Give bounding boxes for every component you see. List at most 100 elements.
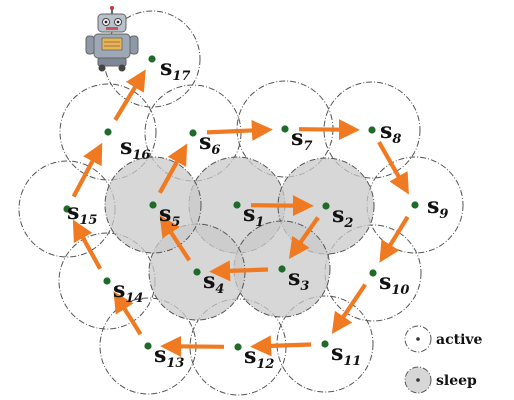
node-dot-s10: [369, 269, 377, 277]
robot-icon: [85, 6, 139, 72]
arrow-s11-to-s12: [250, 335, 312, 357]
node-label-subscript: 8: [392, 132, 401, 147]
sensor-nodes: [63, 55, 419, 351]
legend-active-dot: [416, 337, 420, 341]
node-label-base: s: [288, 265, 300, 291]
node-label-subscript: 15: [79, 213, 97, 228]
node-label-base: s: [67, 199, 79, 225]
legend-sleep-dot: [416, 378, 420, 382]
node-label-base: s: [113, 277, 125, 303]
node-label-s13: s13: [154, 342, 184, 371]
node-label-s8: s8: [380, 118, 401, 147]
arrow-s15-to-s16: [71, 142, 103, 198]
node-label-base: s: [332, 202, 344, 228]
node-label-s17: s17: [160, 55, 190, 84]
arrow-s10-to-s11: [331, 283, 367, 334]
node-dot-s1: [233, 201, 241, 209]
arrow-s2-to-s3: [288, 216, 320, 260]
node-label-subscript: 12: [256, 357, 274, 372]
node-label-subscript: 9: [439, 207, 448, 222]
coverage-circles: [18, 10, 464, 396]
node-dot-s2: [322, 202, 330, 210]
coverage-circle-s16: [59, 83, 157, 181]
node-label-subscript: 3: [300, 279, 309, 294]
node-dot-s13: [144, 342, 152, 350]
arrow-s3-to-s4: [209, 260, 269, 282]
arrow-s8-to-s9: [377, 141, 409, 195]
node-label-subscript: 16: [132, 148, 150, 163]
arrow-s12-to-s13: [160, 335, 225, 357]
legend-sleep-label: sleep: [436, 373, 477, 389]
coverage-circle-s17: [103, 10, 201, 108]
legend-active: active: [404, 325, 483, 353]
node-label-subscript: 4: [215, 282, 224, 297]
arrow-s6-to-s7: [206, 119, 273, 141]
node-label-subscript: 5: [171, 215, 180, 230]
node-dot-s7: [281, 125, 289, 133]
node-label-subscript: 14: [125, 291, 143, 306]
node-dot-s9: [411, 201, 419, 209]
legend-active-label: active: [436, 332, 483, 348]
coverage-circle-s9: [366, 156, 464, 254]
node-label-s11: s11: [331, 340, 361, 369]
coverage-circle-s11: [276, 295, 374, 393]
node-dot-s6: [189, 129, 197, 137]
node-label-s2: s2: [332, 202, 353, 231]
node-dot-s5: [149, 201, 157, 209]
node-label-base: s: [331, 340, 343, 366]
node-dot-s14: [103, 277, 111, 285]
node-label-base: s: [380, 118, 392, 144]
node-label-base: s: [199, 129, 211, 155]
node-label-subscript: 2: [343, 216, 353, 231]
node-label-base: s: [243, 201, 255, 227]
arrow-s14-to-s15: [72, 219, 103, 270]
node-label-base: s: [154, 342, 166, 368]
node-label-base: s: [203, 268, 215, 294]
node-label-base: s: [427, 193, 439, 219]
node-label-s15: s15: [67, 199, 97, 228]
node-label-base: s: [291, 125, 303, 151]
node-label-base: s: [160, 55, 172, 81]
node-label-s1: s1: [243, 201, 264, 230]
legend: active sleep: [404, 325, 483, 394]
node-label-subscript: 6: [211, 143, 220, 158]
coverage-circle-s8: [323, 81, 421, 179]
node-dot-s11: [321, 340, 329, 348]
node-dot-s8: [368, 126, 376, 134]
node-label-subscript: 10: [391, 283, 409, 298]
node-label-s7: s7: [291, 125, 312, 154]
node-label-subscript: 7: [303, 139, 312, 154]
arrow-s1-to-s2: [250, 195, 314, 217]
node-dot-s17: [148, 55, 156, 63]
arrow-s4-to-s5: [159, 215, 192, 262]
node-label-s9: s9: [427, 193, 448, 222]
legend-sleep: sleep: [404, 366, 477, 394]
node-label-s16: s16: [120, 134, 150, 163]
node-label-subscript: 11: [343, 354, 361, 369]
node-label-subscript: 13: [166, 356, 184, 371]
node-label-base: s: [244, 343, 256, 369]
node-label-subscript: 1: [255, 215, 264, 230]
node-dot-s12: [234, 343, 242, 351]
node-dot-s15: [63, 205, 71, 213]
node-dot-s16: [104, 128, 112, 136]
node-label-s12: s12: [244, 343, 274, 372]
node-label-s14: s14: [113, 277, 143, 306]
node-label-s10: s10: [379, 269, 409, 298]
legend-active-swatch: [404, 325, 432, 353]
node-label-s6: s6: [199, 129, 220, 158]
node-label-s5: s5: [159, 201, 180, 230]
node-label-base: s: [379, 269, 391, 295]
node-dot-s3: [278, 265, 286, 273]
coverage-circle-s10: [324, 224, 422, 322]
path-arrows: [71, 69, 410, 357]
node-label-subscript: 17: [172, 69, 190, 84]
node-label-base: s: [120, 134, 132, 160]
arrow-s13-to-s14: [113, 291, 143, 336]
arrow-s9-to-s10: [379, 215, 410, 263]
node-label-base: s: [159, 201, 171, 227]
node-label-s4: s4: [203, 268, 224, 297]
